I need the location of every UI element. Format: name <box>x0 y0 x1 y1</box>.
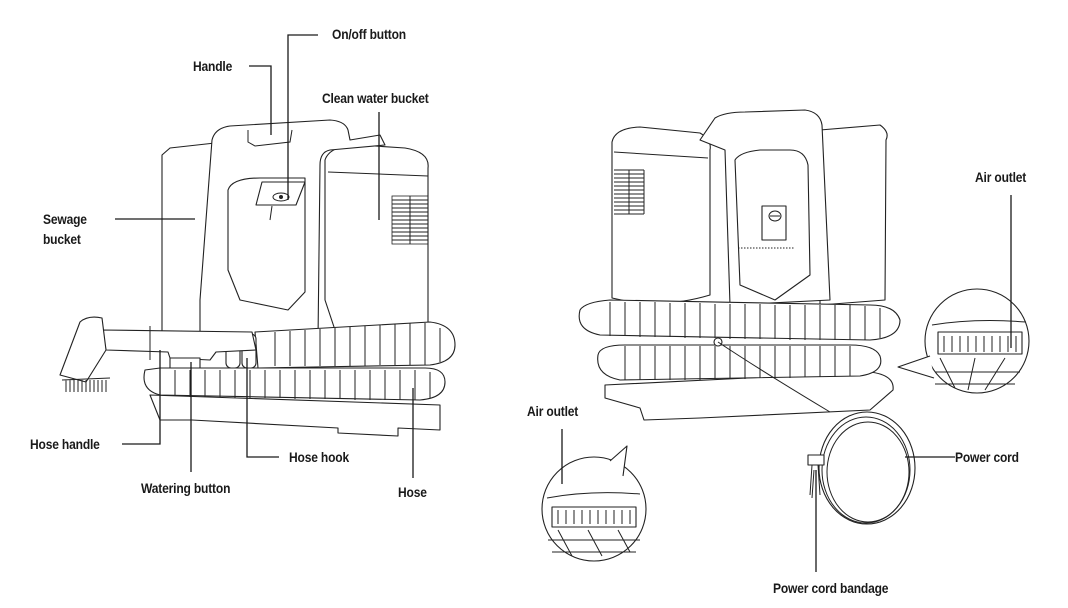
rear-bucket <box>611 126 711 304</box>
leader-on-off <box>287 34 318 200</box>
front-leader-lines <box>115 34 414 478</box>
rear-hose-coils <box>578 299 901 381</box>
air-outlet-callout-left <box>541 445 647 562</box>
label-handle: Handle <box>193 58 233 74</box>
front-view-illustration <box>59 119 456 437</box>
label-hose: Hose <box>398 484 427 500</box>
label-clean-water-bucket: Clean water bucket <box>322 90 429 106</box>
label-hose-hook: Hose hook <box>289 449 349 465</box>
hose-lower <box>143 367 446 401</box>
base-tray <box>149 394 441 437</box>
label-on-off-button: On/off button <box>332 26 406 42</box>
hose-handle-shape <box>101 329 257 361</box>
brush-nozzle <box>59 316 107 383</box>
power-cord-bandage-shape <box>807 454 825 499</box>
watering-button-shape <box>169 357 201 369</box>
on-off-button-shape <box>255 181 306 221</box>
vent-grille <box>391 195 429 245</box>
label-air-outlet-left: Air outlet <box>527 403 579 419</box>
label-air-outlet-right: Air outlet <box>975 169 1027 185</box>
label-sewage-bucket: Sewage bucket <box>43 211 87 247</box>
rear-view-illustration <box>541 109 1030 562</box>
power-cord-coil <box>818 411 916 525</box>
rear-vent-grille <box>614 169 645 215</box>
label-watering-button: Watering button <box>141 480 231 496</box>
leader-hose-hook <box>246 358 279 458</box>
rear-leader-lines <box>561 195 1012 572</box>
hose-upper <box>254 321 456 369</box>
leader-hose-handle <box>122 350 161 445</box>
label-power-cord-bandage: Power cord bandage <box>773 580 889 596</box>
air-outlet-callout-right <box>897 288 1030 394</box>
label-power-cord: Power cord <box>955 449 1019 465</box>
rear-base-tray <box>604 371 894 421</box>
label-hose-handle: Hose handle <box>30 436 100 452</box>
leader-handle <box>249 65 272 135</box>
power-cord-line <box>717 341 831 413</box>
